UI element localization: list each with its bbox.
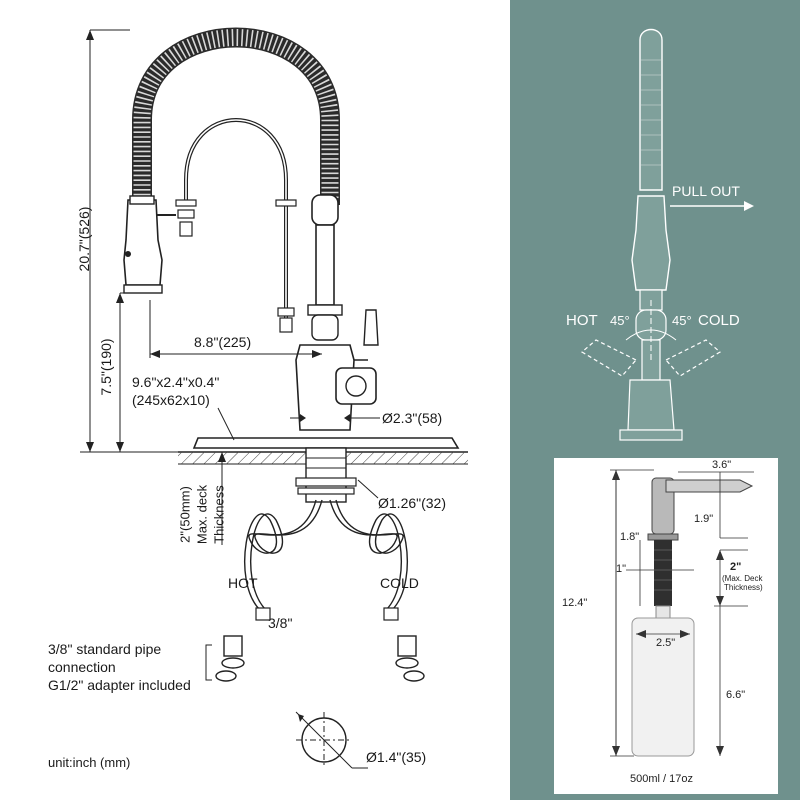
hole-diameter-label: Ø1.4"(35) [366, 749, 427, 765]
pull-out-label: PULL OUT [672, 183, 740, 199]
cold-label: COLD [380, 575, 419, 591]
dispenser-deck-note2: Thickness) [724, 583, 763, 592]
faucet-line-drawing [80, 27, 468, 769]
dispenser-head-height: 1.9" [694, 513, 714, 525]
reach-label: 8.8"(225) [194, 334, 252, 350]
dispenser-deck-note1: (Max. Deck [722, 574, 763, 583]
base-diameter-label: Ø2.3"(58) [382, 410, 443, 426]
swivel-angle-left: 45° [610, 313, 630, 328]
shank-diameter-label: Ø1.26"(32) [378, 495, 447, 511]
swivel-hot-label: HOT [566, 312, 598, 329]
side-panel: PULL OUT HOT COLD 45° 45° [510, 0, 800, 800]
hot-label: HOT [228, 575, 258, 591]
swivel-angle-right: 45° [672, 313, 692, 328]
deck-plate-label: 9.6"x2.4"x0.4" [132, 374, 220, 390]
deck-thickness-line1: 2"(50mm) [177, 486, 193, 543]
total-height-label: 20.7"(526) [76, 206, 92, 272]
dispenser-spout-length: 3.6" [712, 459, 732, 471]
dispenser-bottle-height: 6.6" [726, 689, 746, 701]
hose-size-label: 3/8" [268, 615, 293, 631]
dispenser-deck-max: 2" [730, 561, 742, 573]
dispenser-total-height: 12.4" [562, 597, 588, 609]
dispenser-shank-diameter: 1" [616, 563, 627, 575]
deck-plate-mm-label: (245x62x10) [132, 392, 210, 408]
faucet-dimension-drawing: 20.7"(526) 7.5"(190) 8.8"(225) 9.6"x2.4"… [48, 27, 468, 770]
pipe-note-line2: connection [48, 659, 116, 675]
deck-thickness-line2: Max. deck [194, 484, 210, 545]
soap-dispenser-card: 3.6" 1.9" 1.8" 1" 2" (Max. Deck Thicknes… [554, 458, 778, 794]
pipe-note-line1: 3/8" standard pipe [48, 641, 162, 657]
dispenser-capacity: 500ml / 17oz [630, 773, 693, 785]
pipe-note-line3: G1/2" adapter included [48, 677, 191, 693]
pullout-swivel-drawing [580, 28, 754, 441]
soap-dispenser-drawing [610, 469, 754, 757]
unit-note: unit:inch (mm) [48, 755, 131, 770]
spout-height-label: 7.5"(190) [98, 338, 114, 396]
dispenser-body-height: 1.8" [620, 531, 640, 543]
deck-thickness-line3: Thickness [211, 485, 227, 544]
dispenser-bottle-diameter: 2.5" [656, 637, 676, 649]
swivel-cold-label: COLD [698, 312, 740, 329]
